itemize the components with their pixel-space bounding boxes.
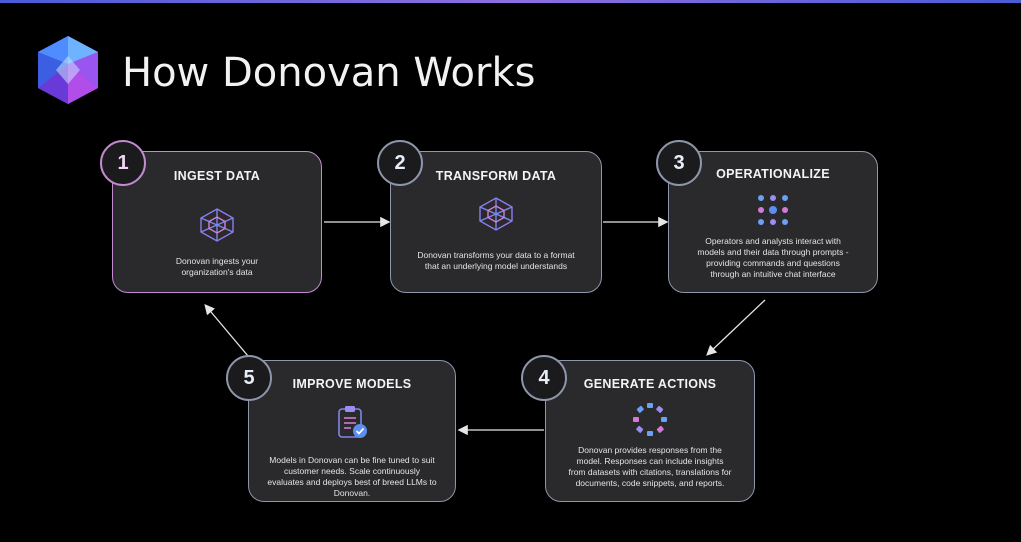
step-description: Donovan provides responses from the mode… bbox=[568, 445, 732, 488]
step-description: Donovan ingests your organization's data bbox=[175, 256, 259, 277]
step-description: Operators and analysts interact with mod… bbox=[697, 236, 849, 279]
step-card-ingest-data: INGEST DATA Donovan ingests your organiz… bbox=[112, 151, 322, 293]
step-card-improve-models: IMPROVE MODELS Models in Donovan can be … bbox=[248, 360, 456, 502]
arrow-5-to-1 bbox=[204, 304, 249, 357]
step-title: IMPROVE MODELS bbox=[292, 377, 412, 391]
step-badge-4: 4 bbox=[521, 355, 567, 401]
step-description: Models in Donovan can be fine tuned to s… bbox=[267, 455, 437, 498]
step-badge-1: 1 bbox=[100, 140, 146, 186]
crystal-logo-icon bbox=[38, 36, 98, 104]
step-card-generate-actions: GENERATE ACTIONS Donovan provides respon… bbox=[545, 360, 755, 502]
top-accent-bar bbox=[0, 0, 1021, 3]
step-badge-5: 5 bbox=[226, 355, 272, 401]
page-title: How Donovan Works bbox=[122, 50, 536, 96]
dot-grid-icon bbox=[758, 195, 788, 225]
step-card-transform-data: TRANSFORM DATA Donovan transforms your d… bbox=[390, 151, 602, 293]
step-title: TRANSFORM DATA bbox=[435, 169, 557, 183]
step-badge-3: 3 bbox=[656, 140, 702, 186]
step-title: GENERATE ACTIONS bbox=[583, 377, 717, 391]
hexagon-mesh-icon bbox=[479, 197, 513, 231]
arrow-3-to-4 bbox=[706, 299, 766, 356]
step-title: OPERATIONALIZE bbox=[716, 167, 830, 181]
hexagon-mesh-icon bbox=[200, 208, 234, 242]
step-badge-2: 2 bbox=[377, 140, 423, 186]
step-card-operationalize: OPERATIONALIZE Operators and analysts in… bbox=[668, 151, 878, 293]
clipboard-check-icon bbox=[338, 406, 367, 438]
cycle-arrows-icon bbox=[633, 403, 667, 436]
step-title: INGEST DATA bbox=[173, 169, 261, 183]
step-description: Donovan transforms your data to a format… bbox=[417, 250, 575, 271]
